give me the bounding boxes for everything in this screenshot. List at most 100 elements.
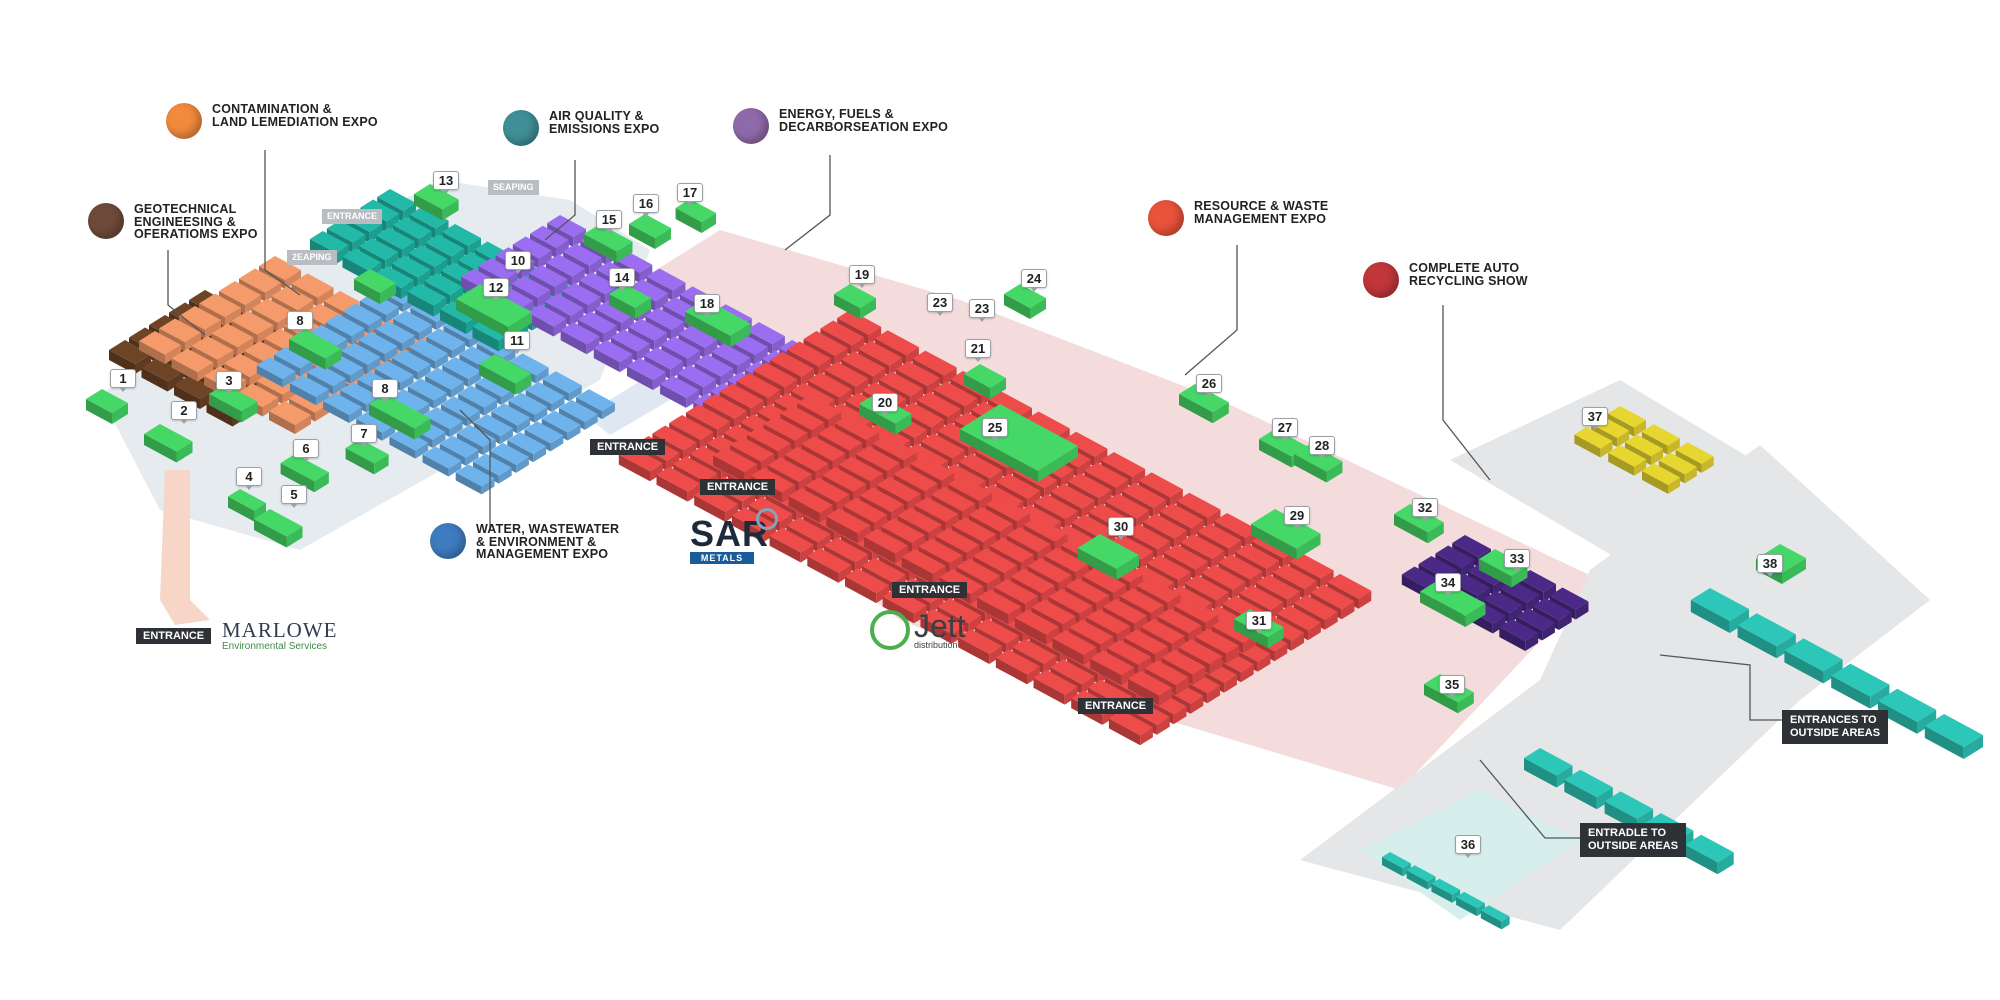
feature-area[interactable] bbox=[1251, 509, 1321, 560]
feature-pin[interactable]: 34 bbox=[1435, 573, 1461, 596]
booth-water[interactable] bbox=[256, 357, 296, 388]
booth-outdoor[interactable] bbox=[1685, 834, 1734, 875]
feature-area[interactable] bbox=[289, 329, 342, 370]
booth-outdoor-36[interactable] bbox=[1406, 865, 1436, 890]
booth-outdoor-36[interactable] bbox=[1480, 905, 1510, 930]
booth-resource[interactable] bbox=[958, 629, 1003, 664]
feature-pin[interactable]: 20 bbox=[872, 393, 898, 416]
booth-resource[interactable] bbox=[1014, 609, 1059, 645]
feature-pin[interactable]: 8 bbox=[287, 311, 313, 334]
feature-pin[interactable]: 18 bbox=[694, 294, 720, 317]
feature-pin[interactable]: 24 bbox=[1021, 269, 1047, 292]
feature-area[interactable] bbox=[86, 389, 128, 424]
feature-pin[interactable]: 37 bbox=[1582, 407, 1608, 430]
feature-pin[interactable]: 14 bbox=[609, 268, 635, 291]
feature-pin[interactable]: 13 bbox=[433, 171, 459, 194]
booth-resource[interactable] bbox=[1033, 669, 1078, 705]
booth-resource[interactable] bbox=[713, 447, 758, 483]
booth-water[interactable] bbox=[289, 375, 329, 406]
entrance-south[interactable]: ENTRANCE bbox=[1078, 698, 1154, 714]
feature-area[interactable] bbox=[1077, 534, 1139, 580]
feature-area[interactable] bbox=[1004, 284, 1046, 319]
booth-resource[interactable] bbox=[995, 649, 1040, 685]
feature-pin[interactable]: 35 bbox=[1439, 675, 1465, 698]
booth-resource[interactable] bbox=[1108, 710, 1153, 746]
feature-pin[interactable]: 27 bbox=[1272, 418, 1298, 441]
feature-area[interactable] bbox=[144, 424, 193, 463]
booth-resource[interactable] bbox=[769, 527, 814, 563]
booth-contamination[interactable] bbox=[269, 401, 311, 434]
booth-energy[interactable] bbox=[593, 340, 633, 373]
booth-energy[interactable] bbox=[560, 322, 600, 355]
booth-outdoor[interactable] bbox=[1878, 688, 1937, 734]
feature-pin[interactable]: 31 bbox=[1246, 611, 1272, 634]
feature-pin[interactable]: 2 bbox=[171, 401, 197, 424]
feature-pin[interactable]: 1 bbox=[110, 369, 136, 392]
booth-air[interactable] bbox=[407, 283, 447, 317]
feature-area[interactable] bbox=[254, 509, 303, 548]
feature-pin[interactable]: 10 bbox=[505, 251, 531, 274]
booth-energy[interactable] bbox=[660, 375, 699, 408]
booth-outdoor-36[interactable] bbox=[1456, 891, 1485, 917]
booth-resource[interactable] bbox=[656, 466, 701, 502]
booth-resource[interactable] bbox=[1052, 630, 1097, 665]
feature-pin[interactable]: 7 bbox=[351, 424, 377, 447]
feature-area[interactable] bbox=[675, 199, 716, 233]
feature-pin[interactable]: 23 bbox=[969, 299, 995, 322]
booth-outdoor[interactable] bbox=[1524, 748, 1573, 788]
booth-resource[interactable] bbox=[788, 488, 833, 523]
feature-pin[interactable]: 21 bbox=[965, 339, 991, 362]
feature-pin[interactable]: 12 bbox=[483, 278, 509, 301]
booth-geotech[interactable] bbox=[141, 357, 184, 392]
feature-area[interactable] bbox=[1394, 504, 1444, 544]
feature-pin[interactable]: 36 bbox=[1455, 835, 1481, 858]
feature-pin[interactable]: 23 bbox=[927, 293, 953, 316]
booth-outdoor[interactable] bbox=[1690, 588, 1749, 633]
booth-auto[interactable] bbox=[1499, 619, 1539, 651]
feature-pin[interactable]: 26 bbox=[1196, 374, 1222, 397]
feature-area[interactable] bbox=[584, 224, 633, 263]
booth-yard[interactable] bbox=[1608, 445, 1647, 476]
feature-pin[interactable]: 25 bbox=[982, 418, 1008, 441]
booth-resource[interactable] bbox=[920, 608, 965, 644]
booth-outdoor[interactable] bbox=[1924, 714, 1983, 759]
booth-water[interactable] bbox=[389, 428, 429, 459]
booth-resource[interactable] bbox=[901, 549, 946, 584]
feature-pin[interactable]: 4 bbox=[236, 467, 262, 490]
feature-pin[interactable]: 3 bbox=[216, 371, 242, 394]
entrance-jett[interactable]: ENTRANCE bbox=[892, 582, 968, 598]
booth-geotech[interactable] bbox=[109, 340, 151, 374]
booth-outdoor-36[interactable] bbox=[1431, 878, 1461, 903]
feature-pin[interactable]: 15 bbox=[596, 210, 622, 233]
booth-energy[interactable] bbox=[626, 358, 666, 390]
feature-area[interactable] bbox=[834, 284, 876, 319]
entrance-west[interactable]: ENTRANCE bbox=[590, 439, 666, 455]
booth-outdoor[interactable] bbox=[1784, 638, 1843, 684]
feature-area[interactable] bbox=[354, 269, 396, 304]
feature-pin[interactable]: 32 bbox=[1412, 498, 1438, 521]
booth-resource[interactable] bbox=[1090, 650, 1135, 686]
booth-resource[interactable] bbox=[807, 548, 852, 583]
entrance-sar[interactable]: ENTRANCE bbox=[700, 479, 776, 495]
feature-pin[interactable]: 38 bbox=[1757, 554, 1783, 577]
booth-yard[interactable] bbox=[1642, 463, 1680, 494]
feature-pin[interactable]: 8 bbox=[372, 379, 398, 402]
booth-resource[interactable] bbox=[826, 508, 871, 544]
booth-yard[interactable] bbox=[1574, 427, 1613, 458]
feature-area[interactable] bbox=[369, 394, 431, 440]
feature-area[interactable] bbox=[414, 184, 459, 221]
feature-area[interactable] bbox=[964, 364, 1006, 399]
booth-outdoor[interactable] bbox=[1737, 613, 1796, 659]
feature-pin[interactable]: 19 bbox=[849, 265, 875, 288]
feature-area[interactable] bbox=[209, 384, 258, 423]
feature-pin[interactable]: 6 bbox=[293, 439, 319, 462]
booth-outdoor-36[interactable] bbox=[1382, 852, 1411, 877]
feature-area[interactable] bbox=[1179, 384, 1229, 424]
feature-pin[interactable]: 33 bbox=[1504, 549, 1530, 572]
booth-water[interactable] bbox=[323, 392, 362, 423]
feature-area[interactable] bbox=[629, 214, 671, 249]
feature-pin[interactable]: 16 bbox=[633, 194, 659, 217]
feature-pin[interactable]: 29 bbox=[1284, 506, 1310, 529]
feature-area[interactable] bbox=[228, 489, 266, 522]
